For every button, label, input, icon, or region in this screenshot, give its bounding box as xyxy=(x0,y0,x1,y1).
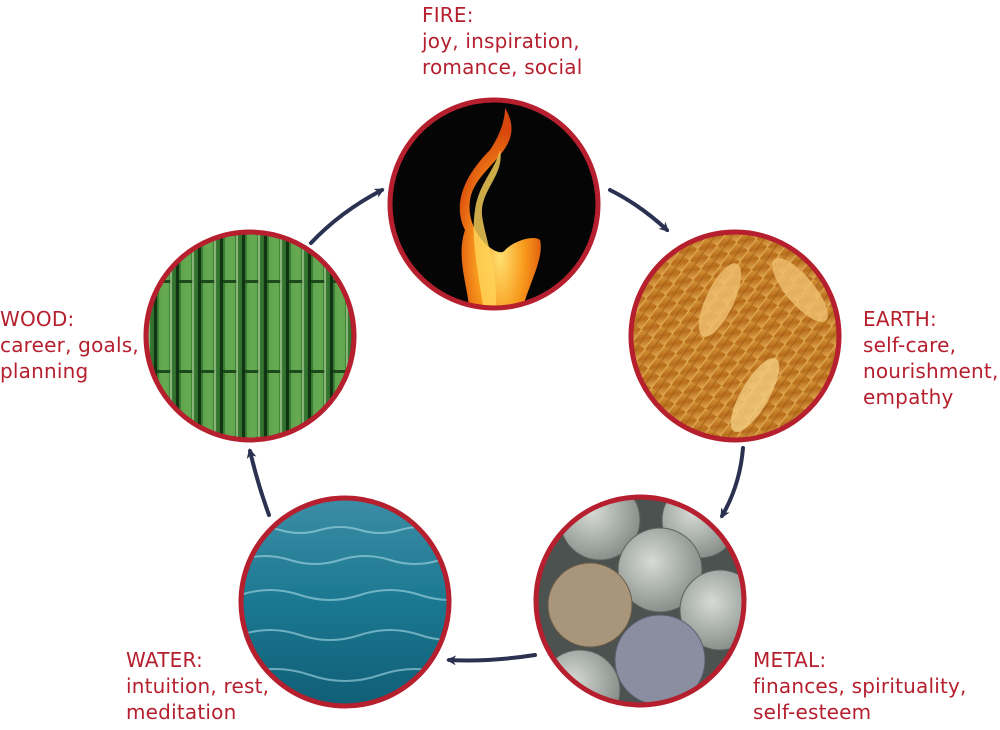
fire-label: FIRE: joy, inspiration, romance, social xyxy=(422,2,582,80)
fire-line: romance, social xyxy=(422,55,583,79)
fire-circle xyxy=(387,97,601,311)
coins-image xyxy=(536,497,744,705)
fire-line: joy, inspiration, xyxy=(422,29,580,53)
water-line: intuition, rest, xyxy=(126,674,270,698)
wood-circle xyxy=(143,229,357,443)
wood-line: career, goals, xyxy=(0,333,139,357)
metal-circle xyxy=(533,494,747,708)
earth-title: EARTH: xyxy=(863,307,937,331)
wood-label: WOOD: career, goals, planning xyxy=(0,306,139,384)
flame-image xyxy=(390,100,598,308)
metal-line: finances, spirituality, xyxy=(753,674,967,698)
bamboo-image xyxy=(146,232,354,440)
fire-title: FIRE: xyxy=(422,3,474,27)
metal-title: METAL: xyxy=(753,648,827,672)
earth-line: self-care, xyxy=(863,333,957,357)
arrow-fire-to-earth xyxy=(608,188,670,233)
earth-line: empathy xyxy=(863,385,954,409)
earth-line: nourishment, xyxy=(863,359,999,383)
earth-label: EARTH: self-care, nourishment, empathy xyxy=(863,306,999,410)
arrow-water-to-wood xyxy=(246,448,271,517)
arrow-metal-to-water xyxy=(446,653,537,666)
water-title: WATER: xyxy=(126,648,203,672)
water-circle xyxy=(238,495,452,709)
metal-label: METAL: finances, spirituality, self-este… xyxy=(753,647,967,725)
wheat-image xyxy=(631,232,839,440)
wood-line: planning xyxy=(0,359,89,383)
water-label: WATER: intuition, rest, meditation xyxy=(126,647,269,725)
water-line: meditation xyxy=(126,700,237,724)
earth-circle xyxy=(628,229,842,443)
arrow-wood-to-fire xyxy=(309,188,385,245)
arrow-earth-to-metal xyxy=(720,446,745,519)
metal-line: self-esteem xyxy=(753,700,872,724)
wood-title: WOOD: xyxy=(0,307,75,331)
water-image xyxy=(241,498,449,706)
